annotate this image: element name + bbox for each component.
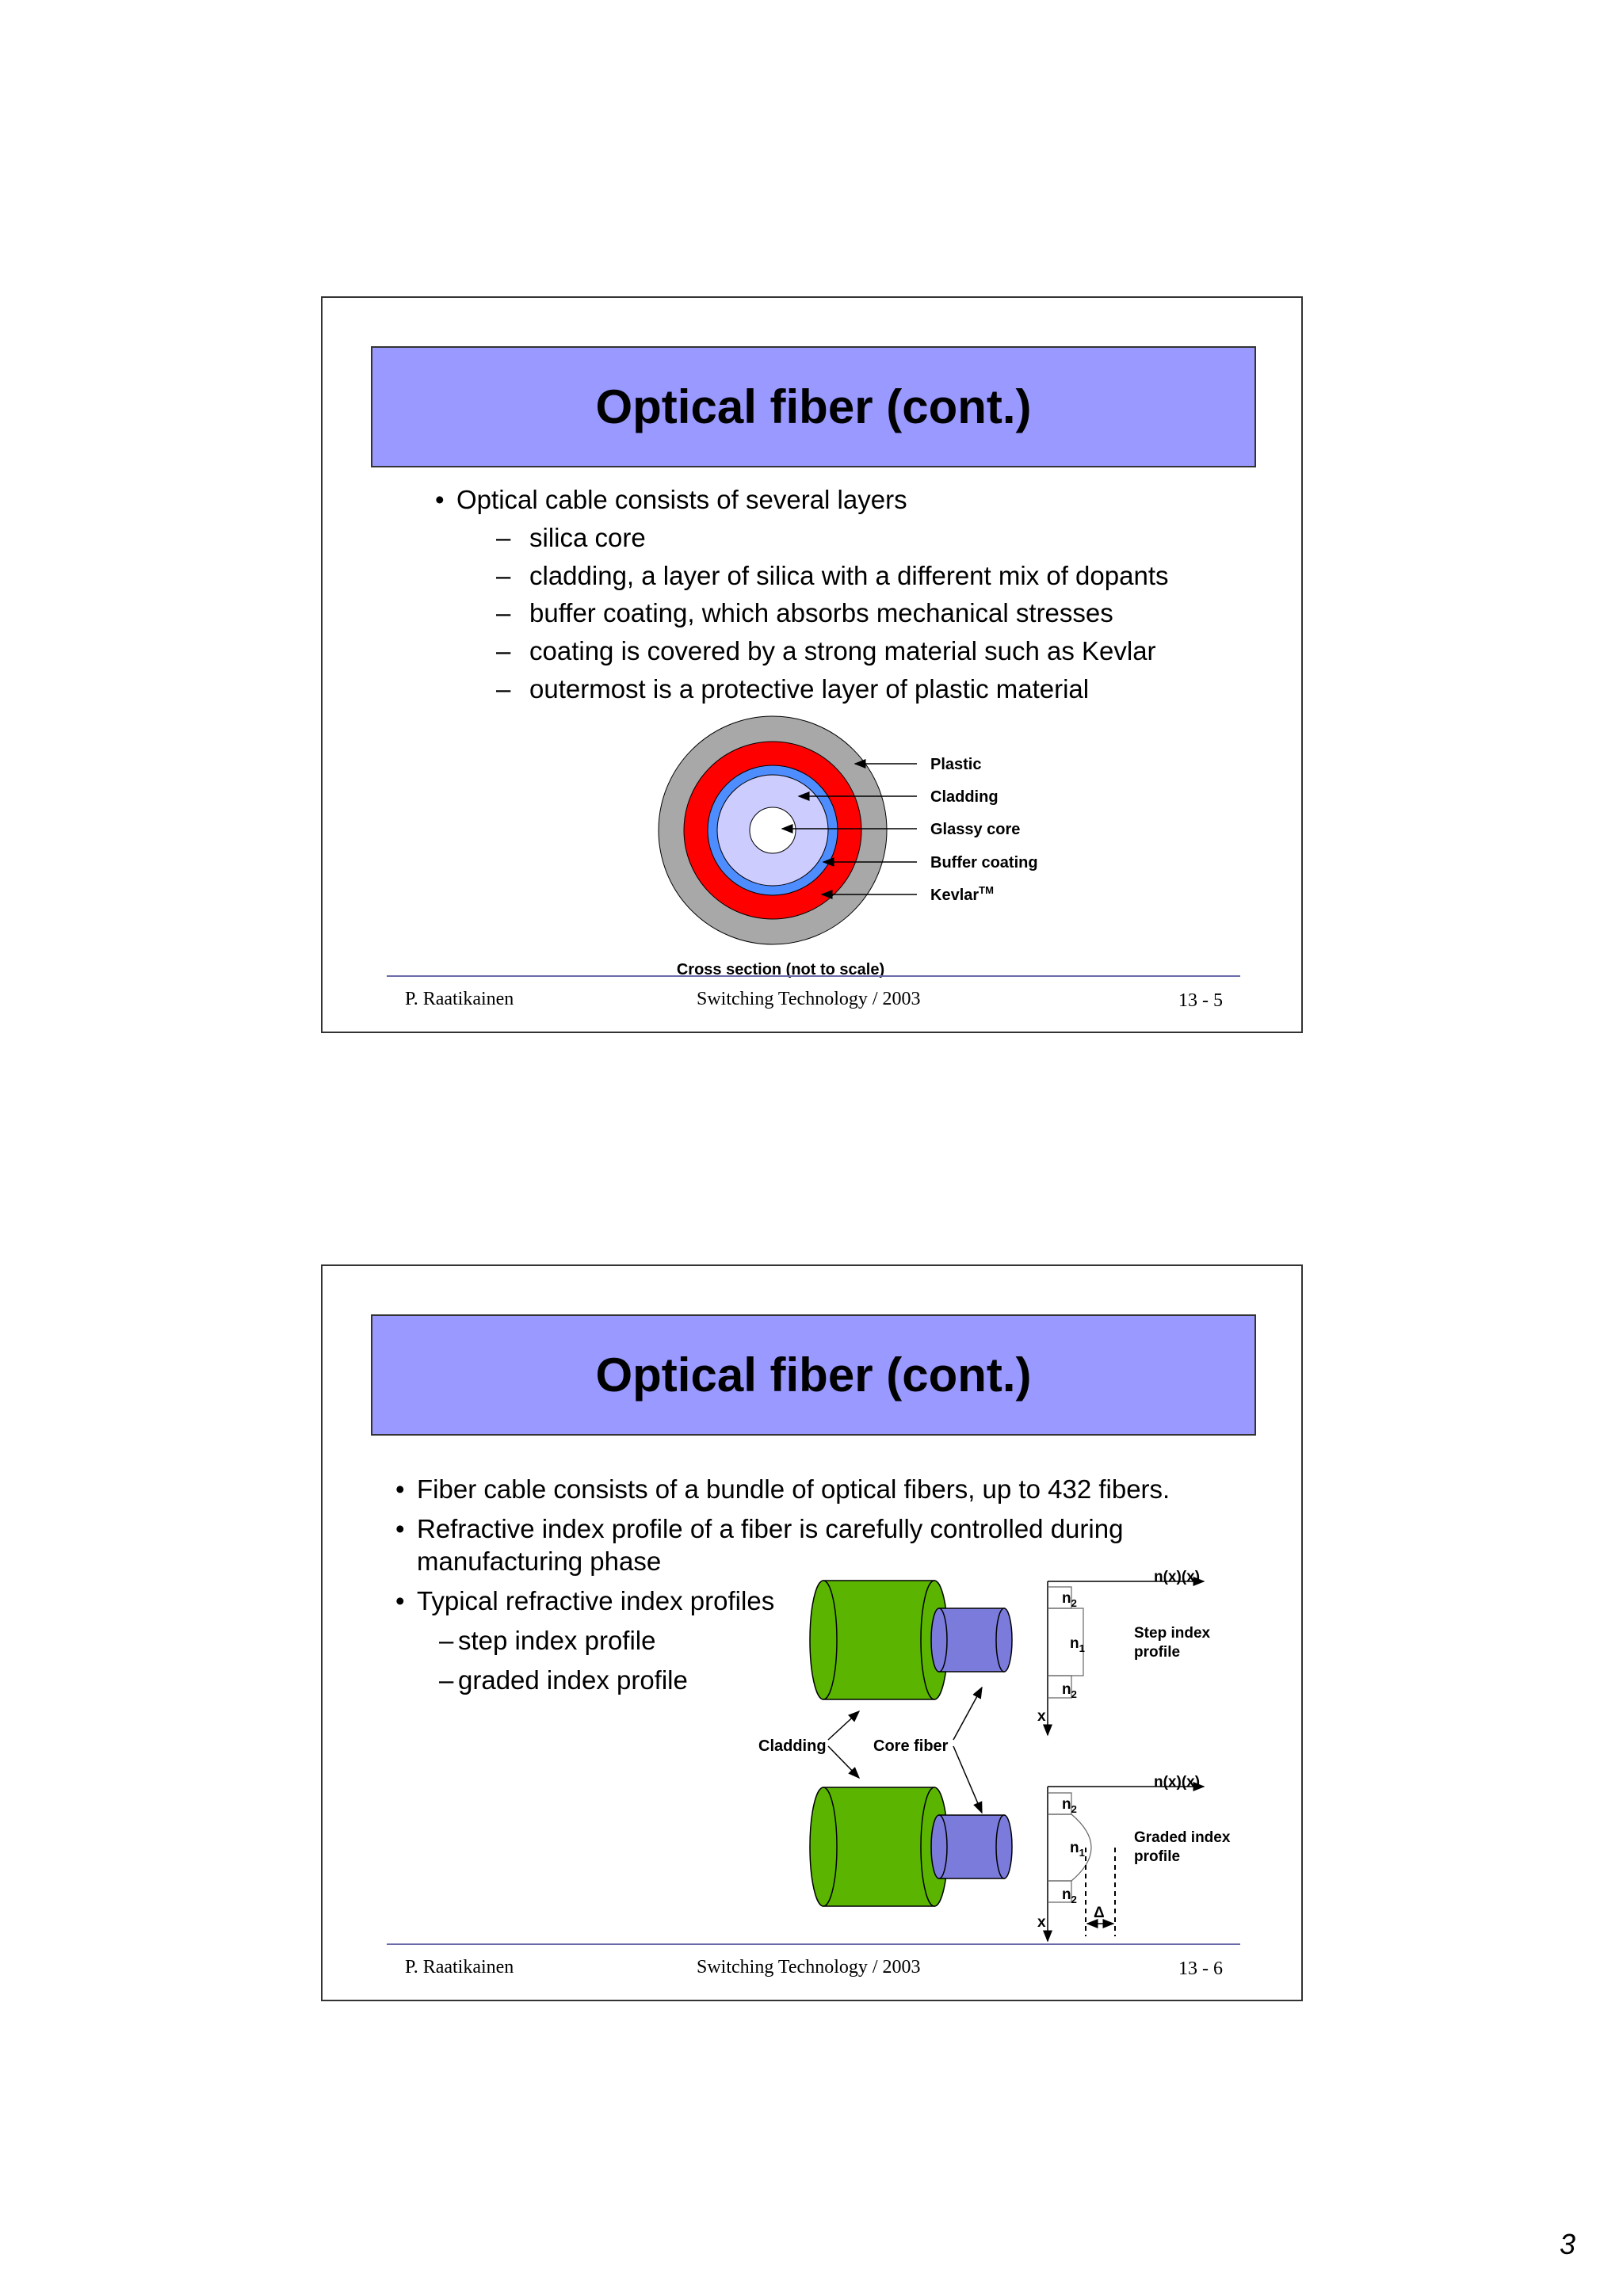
list-item: – graded index profile	[439, 1661, 688, 1699]
footer-page: 13 - 5	[1178, 990, 1223, 1011]
slide-title: Optical fiber (cont.)	[595, 380, 1032, 433]
bullet-dot-icon: •	[395, 1474, 405, 1504]
slide-title: Optical fiber (cont.)	[595, 1348, 1032, 1402]
refractive-index-diagram: Cladding Core fiber n(x)(x) x n2 n1 n2 S…	[323, 1266, 1304, 2003]
dash-icon: –	[496, 636, 511, 666]
label-n2: n2	[1062, 1681, 1077, 1700]
bullet-dot-icon: •	[395, 1586, 405, 1615]
list-item: • Typical refractive index profiles	[395, 1582, 775, 1619]
label-n1: n1	[1070, 1840, 1085, 1859]
label-graded-profile: profile	[1134, 1848, 1180, 1865]
bullet-text: manufacturing phase	[417, 1547, 662, 1576]
footer-course: Switching Technology / 2003	[697, 1957, 921, 1978]
label-delta: Δ	[1094, 1905, 1105, 1921]
axis-label-x: x	[1037, 1708, 1046, 1725]
label-kevlar: KevlarTM	[930, 884, 994, 904]
list-item: – step index profile	[439, 1622, 656, 1659]
bullet-text: Fiber cable consists of a bundle of opti…	[417, 1474, 1170, 1504]
dash-icon: –	[439, 1665, 454, 1695]
list-item: – buffer coating, which absorbs mechanic…	[496, 594, 1113, 631]
label-cladding: Cladding	[930, 788, 999, 806]
footer-divider	[387, 975, 1240, 977]
label-n2: n2	[1062, 1796, 1077, 1815]
bullet-text: Typical refractive index profiles	[417, 1586, 775, 1615]
label-plastic: Plastic	[930, 756, 981, 773]
list-item: – silica core	[496, 519, 646, 556]
label-n2: n2	[1062, 1886, 1077, 1905]
dash-icon: –	[496, 561, 511, 590]
slide-title-box: Optical fiber (cont.)	[371, 1314, 1256, 1436]
dash-icon: –	[496, 674, 511, 704]
label-buffer-coating: Buffer coating	[930, 854, 1038, 871]
axis-label-nx: n(x)(x)	[1154, 1774, 1200, 1791]
sub-bullet-text: coating is covered by a strong material …	[529, 636, 1156, 666]
page-number: 3	[1560, 2228, 1576, 2260]
dash-icon: –	[496, 523, 511, 552]
bullet-dot-icon: •	[435, 485, 445, 514]
label-n1: n1	[1070, 1635, 1085, 1654]
fiber-cross-section-diagram: Plastic Cladding Glassy core Buffer coat…	[323, 298, 1304, 1035]
label-step-index: Step index	[1134, 1625, 1211, 1642]
label-core-fiber: Core fiber	[873, 1737, 949, 1755]
fiber-illustration-top	[809, 1580, 1013, 1700]
footer-author: P. Raatikainen	[405, 1957, 514, 1978]
list-item: – outermost is a protective layer of pla…	[496, 670, 1090, 707]
graded-index-profile: n(x)(x) x n2 n1 n2 Δ Graded index profil…	[1037, 1774, 1231, 1943]
list-item: • Optical cable consists of several laye…	[435, 481, 907, 518]
list-item: • Fiber cable consists of a bundle of op…	[395, 1470, 1170, 1508]
list-item: – cladding, a layer of silica with a dif…	[496, 557, 1169, 594]
slide-13-5: Optical fiber (cont.) • Optical cable co…	[321, 296, 1303, 1033]
dash-icon: –	[496, 598, 511, 627]
list-item-continuation: manufacturing phase	[417, 1543, 661, 1580]
bullet-dot-icon: •	[395, 1514, 405, 1543]
label-graded-index: Graded index	[1134, 1829, 1231, 1846]
sub-bullet-text: silica core	[529, 523, 646, 552]
sub-bullet-text: buffer coating, which absorbs mechanical…	[529, 598, 1113, 627]
label-kevlar-text: Kevlar	[930, 887, 979, 904]
label-cladding: Cladding	[758, 1737, 827, 1755]
diagram-caption: Cross section (not to scale)	[677, 961, 884, 978]
slide-13-6: Optical fiber (cont.) • Fiber cable cons…	[321, 1264, 1303, 2001]
sub-bullet-text: graded index profile	[458, 1665, 688, 1695]
footer-page: 13 - 6	[1178, 1958, 1223, 1979]
label-glassy-core: Glassy core	[930, 821, 1020, 838]
fiber-illustration-bottom	[809, 1787, 1013, 1907]
list-item: – coating is covered by a strong materia…	[496, 632, 1156, 669]
footer-divider	[387, 1943, 1240, 1945]
slide-title-box: Optical fiber (cont.)	[371, 346, 1256, 467]
footer-course: Switching Technology / 2003	[697, 989, 921, 1009]
sub-bullet-text: step index profile	[458, 1626, 656, 1655]
list-item: • Refractive index profile of a fiber is…	[395, 1510, 1124, 1547]
bullet-text: Refractive index profile of a fiber is c…	[417, 1514, 1124, 1543]
sub-bullet-text: outermost is a protective layer of plast…	[529, 674, 1090, 704]
label-kevlar-tm: TM	[979, 884, 994, 896]
step-index-profile: n(x)(x) x n2 n1 n2 Step index profile	[1037, 1569, 1211, 1737]
footer-author: P. Raatikainen	[405, 989, 514, 1009]
axis-label-nx: n(x)(x)	[1154, 1569, 1200, 1585]
dash-icon: –	[439, 1626, 454, 1655]
sub-bullet-text: cladding, a layer of silica with a diffe…	[529, 561, 1169, 590]
label-n2: n2	[1062, 1590, 1077, 1609]
axis-label-x: x	[1037, 1914, 1046, 1931]
label-step-profile: profile	[1134, 1644, 1180, 1661]
glassy-core	[749, 807, 796, 854]
bullet-text: Optical cable consists of several layers	[456, 485, 907, 514]
